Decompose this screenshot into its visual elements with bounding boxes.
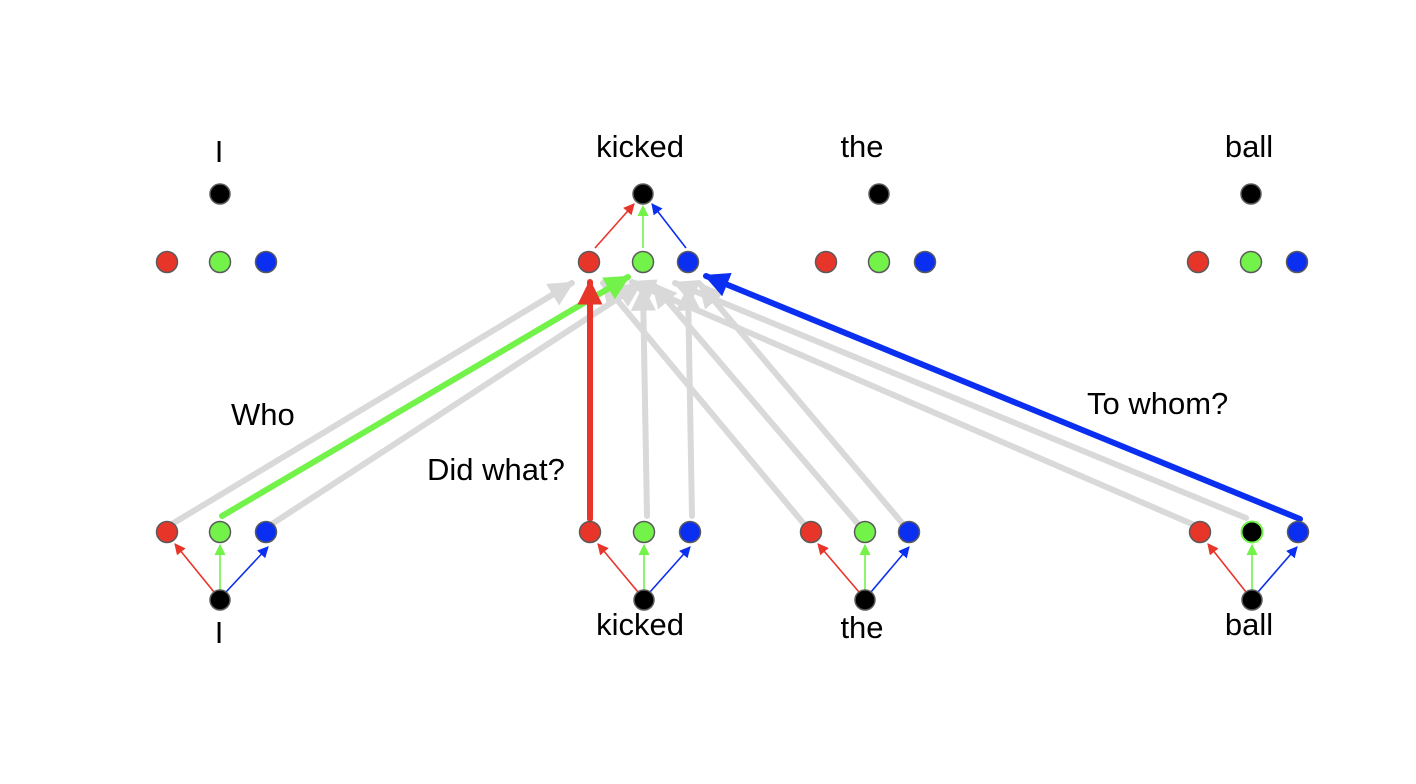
bottom-red-head-i: [155, 520, 179, 544]
did-what-annotation: Did what?: [427, 452, 565, 487]
gray-arrow: [650, 281, 861, 527]
to-whom-annotation: To whom?: [1087, 386, 1228, 421]
top-red-head-the: [814, 250, 838, 274]
gray-arrow: [600, 280, 807, 527]
top-blue-head-i: [254, 250, 278, 274]
top-word-node-ball: [1240, 183, 1262, 205]
bottom-green-head-ball: [1240, 520, 1264, 544]
top-word-node-the: [868, 183, 890, 205]
bottom-word-labels: I kicked the ball: [215, 607, 1273, 650]
red-head-arrow: [174, 543, 215, 593]
bottom-blue-head-i: [254, 520, 278, 544]
bottom-red-head-ball: [1188, 520, 1212, 544]
bottom-red-head-the: [799, 520, 823, 544]
top-red-head-ball: [1186, 250, 1210, 274]
green-who-arrow: [219, 274, 631, 519]
top-word-node-kicked: [632, 183, 654, 205]
bottom-red-head-kicked: [578, 520, 602, 544]
bottom-word-node-the: [854, 589, 876, 611]
bottom-green-head-kicked: [632, 520, 656, 544]
gray-arrow: [269, 281, 643, 527]
gray-arrow: [630, 285, 656, 519]
top-blue-head-kicked: [676, 250, 700, 274]
bottom-blue-head-ball: [1286, 520, 1310, 544]
top-word-label-i: I: [215, 134, 224, 169]
bottom-green-head-the: [853, 520, 877, 544]
bottom-word-label-the: the: [840, 610, 883, 645]
who-annotation: Who: [231, 397, 295, 432]
gray-attention-arrows: [169, 279, 1249, 527]
bottom-blue-head-kicked: [678, 520, 702, 544]
bottom-layer: [155, 520, 1310, 611]
bottom-word-label-ball: ball: [1225, 607, 1273, 642]
top-blue-head-ball: [1285, 250, 1309, 274]
bottom-word-node-ball: [1241, 589, 1263, 611]
top-green-head-the: [867, 250, 891, 274]
blue-head-arrow: [225, 546, 269, 593]
bottom-word-label-i: I: [215, 615, 224, 650]
top-green-head-ball: [1239, 250, 1263, 274]
blue-head-arrow: [651, 203, 687, 249]
red-head-arrow: [817, 543, 860, 593]
bottom-green-head-i: [208, 520, 232, 544]
top-layer: [155, 183, 1309, 274]
bottom-word-label-kicked: kicked: [596, 607, 684, 642]
blue-head-arrow: [649, 546, 691, 593]
top-word-labels: I kicked the ball: [215, 129, 1273, 169]
bottom-word-node-i: [209, 589, 231, 611]
gray-arrow: [672, 279, 1249, 521]
top-word-label-the: the: [840, 129, 883, 164]
blue-to-whom-arrow: [703, 272, 1303, 522]
red-head-arrow: [594, 203, 635, 249]
top-green-head-kicked: [631, 250, 655, 274]
gray-arrow: [169, 280, 575, 527]
top-word-label-kicked: kicked: [596, 129, 684, 164]
top-word-node-i: [209, 183, 231, 205]
top-red-head-i: [155, 250, 179, 274]
top-green-head-i: [208, 250, 232, 274]
gray-arrow: [697, 281, 906, 527]
blue-head-arrow: [870, 546, 910, 593]
kicked-top-head-arrows: [594, 203, 687, 249]
bottom-blue-head-the: [897, 520, 921, 544]
red-head-arrow: [1207, 543, 1247, 593]
gray-arrow: [629, 279, 1195, 527]
top-word-label-ball: ball: [1225, 129, 1273, 164]
bottom-head-arrows: [174, 543, 1298, 593]
red-head-arrow: [597, 543, 639, 593]
bottom-word-node-kicked: [633, 589, 655, 611]
top-blue-head-the: [913, 250, 937, 274]
blue-head-arrow: [1257, 546, 1298, 593]
top-red-head-kicked: [577, 250, 601, 274]
